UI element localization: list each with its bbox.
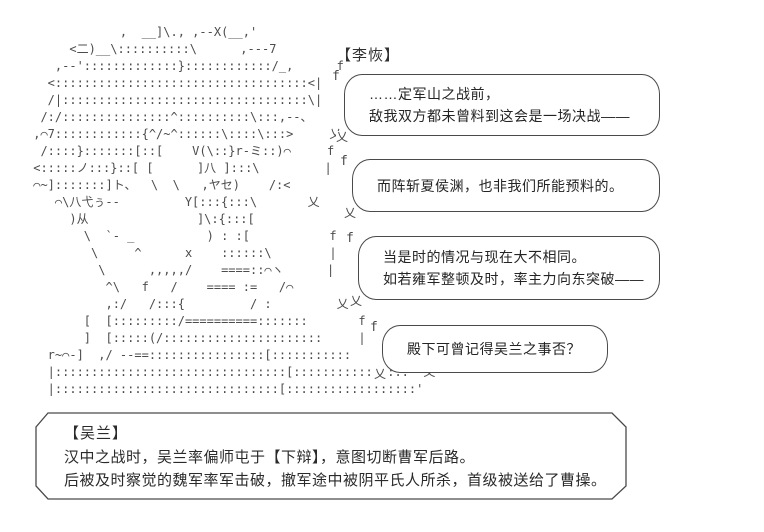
bubble-line: 而阵斩夏侯渊，也非我们所能预料的。 [377, 177, 624, 194]
bubble-tail-bottom-icon: 乂 [374, 367, 387, 381]
bubble-tail-top-icon: f [346, 231, 354, 246]
bubble-tail-bottom-icon: 乂 [336, 130, 349, 144]
bubble-tail-top-icon: f [370, 320, 378, 335]
bubble-text: ……定军山之战前， 敌我双方都未曾料到这会是一场决战—— [369, 83, 630, 127]
info-box-line: 汉中之战时，吴兰率偏师屯于【下辩】，意图切断曹军后路。 [64, 449, 476, 466]
bubble-tail-top-icon: f [340, 154, 348, 169]
speech-bubble-4: f 乂 殿下可曾记得吴兰之事否？ [370, 321, 608, 381]
bubble-line: 敌我双方都未曾料到这会是一场决战—— [369, 108, 630, 124]
bubble-text: 当是时的情况与现在大不相同。 如若雍军整顿及时，率主力向东突破—— [383, 246, 644, 290]
bubble-tail-top-icon: f [332, 69, 340, 84]
bubble-line: 殿下可曾记得吴兰之事否？ [407, 341, 581, 357]
info-box-line: 后被及时察觉的魏军率军击破，撤军途中被阴平氏人所杀，首级被送给了曹操。 [64, 472, 607, 489]
ascii-art-portrait: , __]\., ,--X(__,' <二)__\::::::::::\ ,--… [33, 25, 435, 396]
speech-bubble-3: f 乂 当是时的情况与现在大不相同。 如若雍军整顿及时，率主力向东突破—— [346, 232, 660, 308]
info-box-title: 【吴兰】 [64, 425, 129, 442]
bubble-text: 殿下可曾记得吴兰之事否？ [407, 338, 581, 360]
bubble-tail-bottom-icon: 乂 [344, 206, 357, 220]
speaker-label: 【李恢】 [336, 47, 401, 64]
speech-bubble-1: f 乂 ……定军山之战前， 敌我双方都未曾料到这会是一场决战—— [332, 70, 660, 144]
bubble-line: ……定军山之战前， [369, 86, 500, 102]
speech-bubble-2: f 乂 而阵斩夏侯渊，也非我们所能预料的。 [340, 155, 660, 220]
bubble-line: 当是时的情况与现在大不相同。 [383, 249, 586, 265]
bubble-text: 而阵斩夏侯渊，也非我们所能预料的。 [377, 175, 624, 197]
bubble-line: 如若雍军整顿及时，率主力向东突破—— [383, 271, 644, 287]
bubble-tail-bottom-icon: 乂 [350, 294, 363, 308]
